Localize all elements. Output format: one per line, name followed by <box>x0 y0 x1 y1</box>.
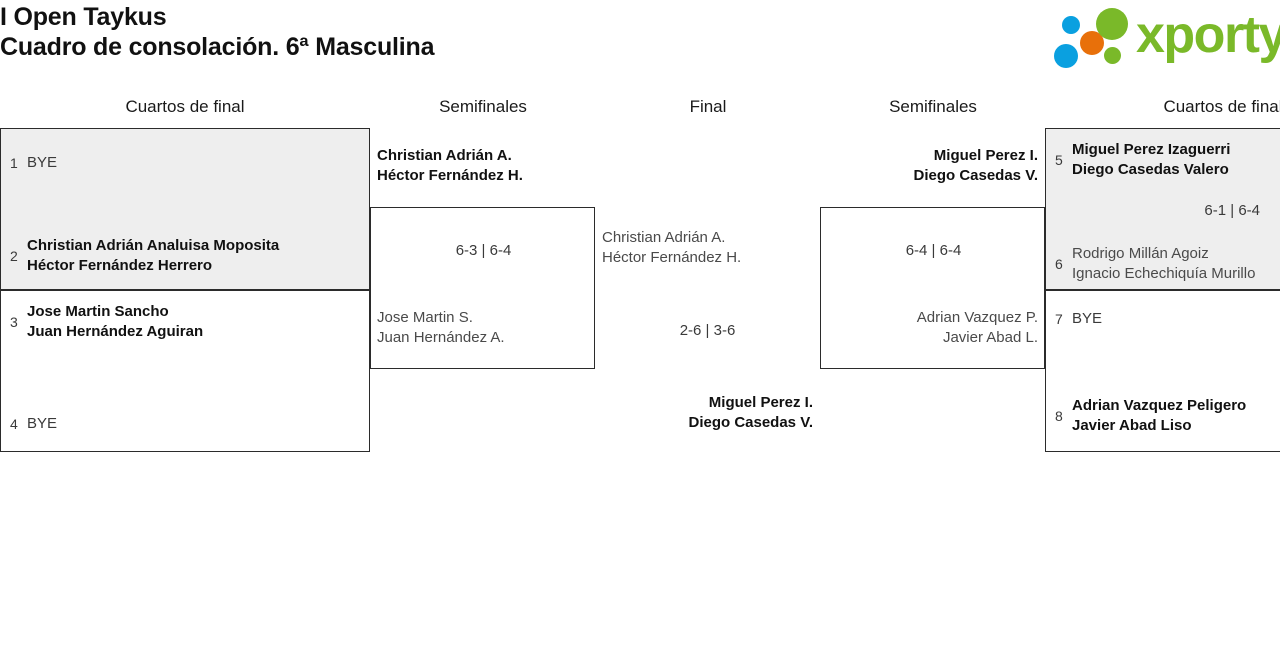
player-name-line1: BYE <box>1072 310 1103 327</box>
match-slot-seed8[interactable]: 8 Adrian Vazquez Peligero Javier Abad Li… <box>1055 394 1280 438</box>
player-names: Rodrigo Millán Agoiz Ignacio Echechiquía… <box>1072 244 1255 284</box>
match-slot-seed7[interactable]: 7 BYE <box>1055 302 1280 336</box>
column-header-quarterfinals-left: Cuartos de final <box>125 97 245 116</box>
page-header: I Open Taykus Cuadro de consolación. 6ª … <box>0 0 1280 88</box>
seed-number: 3 <box>10 314 18 330</box>
player-name-line1: Christian Adrián A. <box>377 147 512 164</box>
match-slot-seed1[interactable]: 1 BYE <box>10 143 360 183</box>
semifinal-left-top-team[interactable]: Christian Adrián A. Héctor Fernández H. <box>377 144 589 188</box>
player-names: Miguel Perez I. Diego Casedas V. <box>688 393 813 433</box>
player-name-line1: BYE <box>27 154 58 171</box>
logo-dot-green-large <box>1096 8 1128 40</box>
player-names: BYE <box>27 414 57 434</box>
player-names: Christian Adrián A. Héctor Fernández H. <box>377 146 523 186</box>
player-name-line1: Adrian Vazquez Peligero <box>1072 397 1247 414</box>
seed-number: 7 <box>1055 311 1063 327</box>
match-box-qf4[interactable]: 7 BYE 8 Adrian Vazquez Peligero Javier A… <box>1045 290 1280 452</box>
match-box-qf2[interactable]: 3 Jose Martin Sancho Juan Hernández Agui… <box>0 290 370 452</box>
player-names: Christian Adrián Analuisa Moposita Hécto… <box>27 236 279 276</box>
logo-wordmark: xporty <box>1136 6 1280 64</box>
match-box-qf1[interactable]: 1 BYE 2 Christian Adrián Analuisa Moposi… <box>0 128 370 290</box>
player-name-line1: Miguel Perez I. <box>708 394 813 411</box>
player-name-line2: Javier Abad Liso <box>1072 417 1192 434</box>
semifinal-right-top-team[interactable]: Miguel Perez I. Diego Casedas V. <box>826 144 1038 188</box>
player-name-line2: Ignacio Echechiquía Murillo <box>1072 265 1256 282</box>
player-name-line1: Christian Adrián Analuisa Moposita <box>27 237 280 254</box>
player-names: Jose Martin Sancho Juan Hernández Aguira… <box>27 302 203 342</box>
player-name-line2: Javier Abad L. <box>942 329 1038 346</box>
column-header-final: Final <box>689 97 727 116</box>
seed-number: 5 <box>1055 152 1063 168</box>
player-name-line1: Jose Martin S. <box>377 309 473 326</box>
player-name-line1: BYE <box>27 415 58 432</box>
match-slot-seed4[interactable]: 4 BYE <box>10 407 360 441</box>
seed-number: 2 <box>10 248 18 264</box>
match-box-semifinal-right[interactable]: 6-4 | 6-4 <box>820 207 1045 369</box>
player-name-line2: Héctor Fernández Herrero <box>27 257 213 274</box>
player-name-line1: Jose Martin Sancho <box>27 303 169 320</box>
match-score-final: 2-6 | 3-6 <box>679 322 736 339</box>
player-name-line2: Juan Hernández Aguiran <box>27 323 204 340</box>
seed-number: 1 <box>10 155 18 171</box>
semifinal-right-bottom-team[interactable]: Adrian Vazquez P. Javier Abad L. <box>826 306 1038 350</box>
player-names: Jose Martin S. Juan Hernández A. <box>377 308 505 348</box>
logo-dot-green-small <box>1104 47 1121 64</box>
match-score-semifinal-left: 6-3 | 6-4 <box>455 242 512 259</box>
player-names: Miguel Perez I. Diego Casedas V. <box>913 146 1038 186</box>
final-right-team[interactable]: Miguel Perez I. Diego Casedas V. <box>598 391 813 435</box>
logo-dot-blue-large <box>1054 44 1078 68</box>
player-name-line2: Héctor Fernández H. <box>377 167 523 184</box>
match-slot-seed3[interactable]: 3 Jose Martin Sancho Juan Hernández Agui… <box>10 300 360 344</box>
column-header-semifinals-left: Semifinales <box>439 97 527 116</box>
player-name-line1: Christian Adrián A. <box>602 229 726 246</box>
player-names: BYE <box>27 153 57 173</box>
player-name-line1: Rodrigo Millán Agoiz <box>1072 245 1209 262</box>
player-names: Miguel Perez Izaguerri Diego Casedas Val… <box>1072 140 1230 180</box>
player-names: Adrian Vazquez Peligero Javier Abad Liso <box>1072 396 1246 436</box>
xporty-logo[interactable]: xporty <box>1044 6 1280 68</box>
column-header-semifinals-right: Semifinales <box>889 97 977 116</box>
match-score-semifinal-right: 6-4 | 6-4 <box>905 242 962 259</box>
seed-number: 8 <box>1055 408 1063 424</box>
player-names: Christian Adrián A. Héctor Fernández H. <box>602 228 741 268</box>
seed-number: 4 <box>10 416 18 432</box>
player-name-line1: Miguel Perez Izaguerri <box>1072 141 1231 158</box>
semifinal-left-bottom-team[interactable]: Jose Martin S. Juan Hernández A. <box>377 306 589 350</box>
match-slot-seed2[interactable]: 2 Christian Adrián Analuisa Moposita Héc… <box>10 234 360 278</box>
title-block: I Open Taykus Cuadro de consolación. 6ª … <box>0 0 434 62</box>
tournament-title: I Open Taykus <box>0 3 167 31</box>
player-name-line2: Diego Casedas V. <box>913 167 1038 184</box>
player-names: Adrian Vazquez P. Javier Abad L. <box>917 308 1038 348</box>
bracket-subtitle: Cuadro de consolación. 6ª Masculina <box>0 33 435 61</box>
match-slot-seed6[interactable]: 6 Rodrigo Millán Agoiz Ignacio Echechiqu… <box>1055 242 1280 286</box>
match-slot-seed5[interactable]: 5 Miguel Perez Izaguerri Diego Casedas V… <box>1055 138 1280 182</box>
player-names: BYE <box>1072 309 1102 329</box>
logo-dots-icon <box>1054 8 1138 68</box>
seed-number: 6 <box>1055 256 1063 272</box>
logo-dot-blue-small <box>1062 16 1080 34</box>
player-name-line2: Héctor Fernández H. <box>602 249 742 266</box>
player-name-line1: Miguel Perez I. <box>933 147 1038 164</box>
match-box-qf3[interactable]: 5 Miguel Perez Izaguerri Diego Casedas V… <box>1045 128 1280 290</box>
player-name-line2: Diego Casedas V. <box>688 414 813 431</box>
match-box-semifinal-left[interactable]: 6-3 | 6-4 <box>370 207 595 369</box>
player-name-line2: Diego Casedas Valero <box>1072 161 1229 178</box>
final-left-team[interactable]: Christian Adrián A. Héctor Fernández H. <box>602 226 817 270</box>
column-header-quarterfinals-right: Cuartos de final <box>1163 97 1280 116</box>
match-score-qf3: 6-1 | 6-4 <box>1204 202 1260 219</box>
player-name-line1: Adrian Vazquez P. <box>916 309 1038 326</box>
player-name-line2: Juan Hernández A. <box>377 329 505 346</box>
